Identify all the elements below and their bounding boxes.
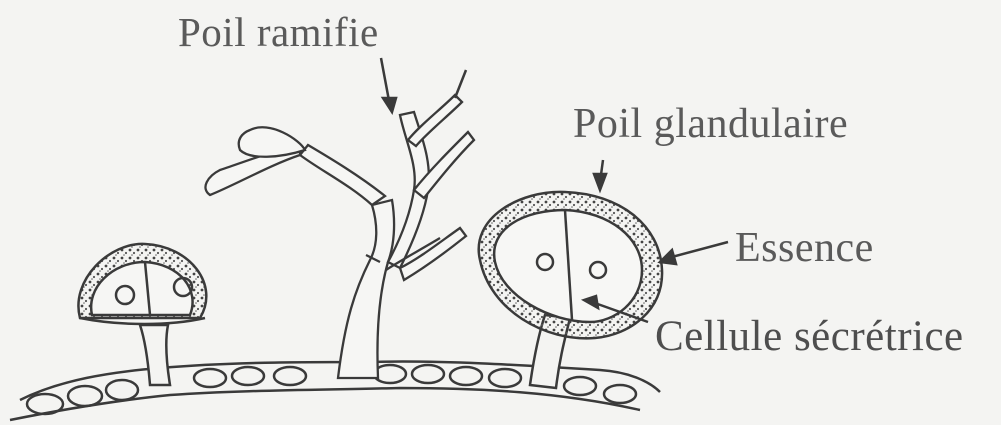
label-poil-ramifie: Poil ramifie: [178, 8, 379, 56]
branched-hair: [205, 95, 474, 378]
label-cellule-secretrice: Cellule sécrétrice: [655, 312, 964, 361]
arrow-poil-ramifie-2: [455, 70, 466, 98]
small-glandular-hair: [78, 244, 206, 385]
label-poil-glandulaire: Poil glandulaire: [573, 100, 848, 148]
label-essence: Essence: [735, 224, 874, 272]
arrow-essence: [668, 242, 728, 258]
epidermis: [10, 362, 660, 420]
large-glandular-hair: [479, 192, 662, 388]
